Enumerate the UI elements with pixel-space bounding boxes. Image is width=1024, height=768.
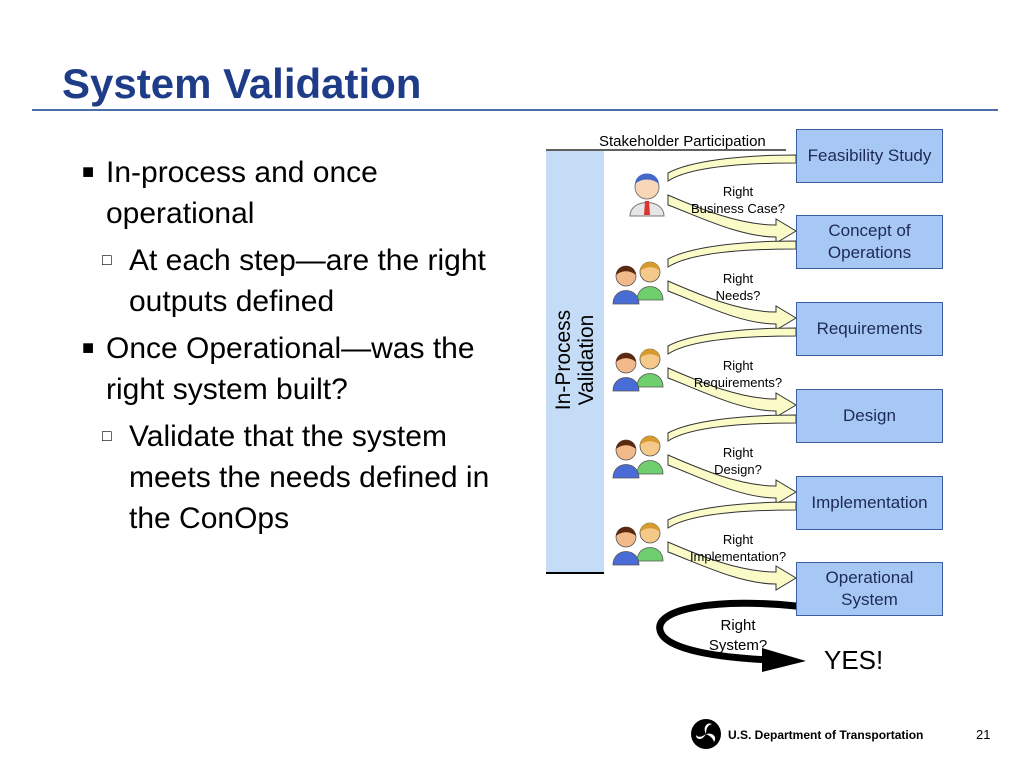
question-line: Right: [720, 617, 756, 634]
square-bullet-icon: ■: [82, 161, 95, 183]
question-line: Business Case?: [691, 201, 785, 216]
feedback-arc: [667, 501, 797, 529]
bullet-item: ■ In-process and once operational: [78, 152, 498, 234]
question-line: Right: [722, 532, 754, 547]
feedback-arc: [667, 414, 797, 442]
stakeholder-pair-icon: [636, 348, 664, 388]
flow-arrow: [667, 367, 797, 418]
flow-arrow: [667, 280, 797, 331]
page-number: 21: [976, 727, 991, 742]
question-line: Right: [722, 271, 754, 286]
bullet-item: ■ Once Operational—was the right system b…: [78, 328, 498, 410]
stakeholder-pair-icon: [636, 261, 664, 301]
bullet-text: Once Operational—was the right system bu…: [106, 332, 475, 406]
flow-arrow: [667, 541, 797, 591]
feedback-arc: [667, 240, 797, 268]
question-line: Implementation?: [689, 549, 787, 564]
stakeholder-manager-icon: [629, 173, 665, 217]
sub-bullet-item: □ Validate that the system meets the need…: [102, 416, 498, 539]
footer-org: U.S. Department of Transportation: [728, 728, 924, 742]
stakeholder-pair-icon: [612, 439, 640, 479]
question-line: Needs?: [715, 288, 761, 303]
question-line: Requirements?: [693, 375, 783, 390]
bullet-text: Validate that the system meets the needs…: [129, 420, 490, 535]
result-label: YES!: [824, 645, 884, 675]
question-line: Design?: [714, 462, 762, 477]
system-loop-arrowhead: [762, 648, 806, 672]
hollow-square-bullet-icon: □: [102, 428, 112, 445]
stakeholder-pair-icon: [636, 522, 664, 562]
step-box: Concept of Operations: [796, 215, 943, 269]
step-box: Operational System: [796, 562, 943, 616]
question-line: Right: [722, 184, 754, 199]
title-rule: [32, 109, 998, 111]
sub-bullet-item: □ At each step—are the right outputs defi…: [102, 240, 498, 322]
stakeholder-pair-icon: [612, 526, 640, 566]
feedback-arc: [667, 154, 797, 182]
system-loop-arrow: [656, 599, 800, 664]
step-box: Design: [796, 389, 943, 443]
in-process-validation-bar: [546, 151, 604, 574]
bullet-list: ■ In-process and once operational □ At eac…: [78, 152, 498, 545]
stakeholder-participation-label: Stakeholder Participation: [599, 133, 766, 150]
question-line: Right: [722, 445, 754, 460]
stakeholder-pair-icon: [612, 352, 640, 392]
question-line: Right: [722, 358, 754, 373]
flow-arrow: [667, 454, 797, 505]
feedback-arc: [667, 327, 797, 355]
bullet-text: In-process and once operational: [106, 156, 378, 230]
square-bullet-icon: ■: [82, 337, 95, 359]
stakeholder-pair-icon: [612, 265, 640, 305]
hollow-square-bullet-icon: □: [102, 252, 112, 269]
flow-arrow: [667, 194, 797, 244]
step-box: Implementation: [796, 476, 943, 530]
step-box: Feasibility Study: [796, 129, 943, 183]
stakeholder-pair-icon: [636, 435, 664, 475]
step-box: Requirements: [796, 302, 943, 356]
bullet-text: At each step—are the right outputs defin…: [129, 244, 486, 318]
slide-title: System Validation: [62, 60, 422, 107]
question-line: System?: [708, 637, 768, 654]
dot-triskelion-logo: [691, 719, 721, 749]
